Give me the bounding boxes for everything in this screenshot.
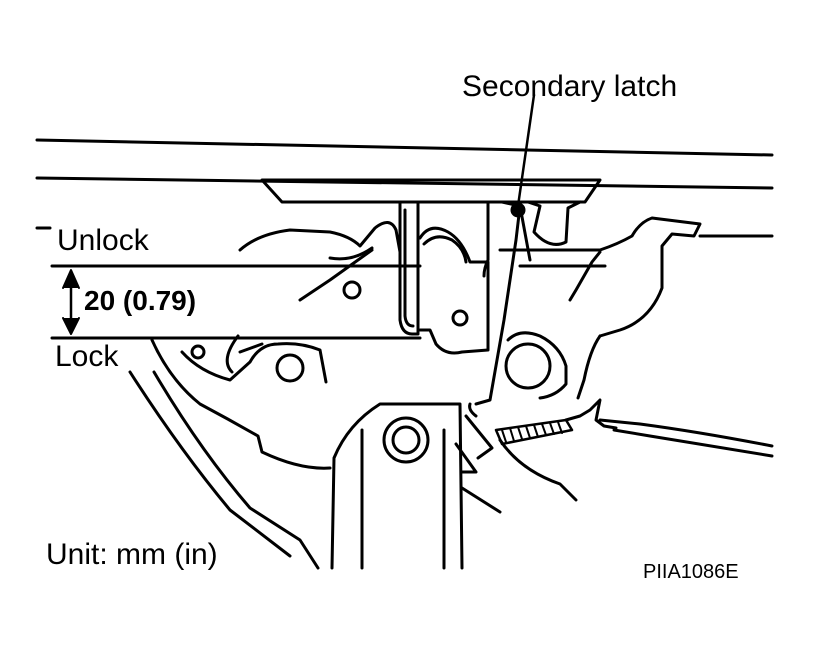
latch-base-plate <box>150 248 374 470</box>
unlock-label: Unlock <box>57 224 149 257</box>
lock-label: Lock <box>55 340 119 373</box>
secondary-latch-label: Secondary latch <box>462 70 678 103</box>
unit-label: Unit: mm (in) <box>46 538 218 571</box>
mounting-bracket <box>128 370 578 570</box>
dimension-label: 20 (0.79) <box>84 285 197 316</box>
release-cable <box>598 418 774 458</box>
hood-panel <box>35 138 774 230</box>
release-lever <box>498 216 774 400</box>
primary-latch-hook <box>238 221 490 355</box>
striker-bracket <box>260 178 602 336</box>
dimension-arrow <box>62 269 80 335</box>
latch-pawl <box>468 331 568 418</box>
figure-id-label: PIIA1086E <box>643 561 739 583</box>
spring <box>494 398 618 446</box>
